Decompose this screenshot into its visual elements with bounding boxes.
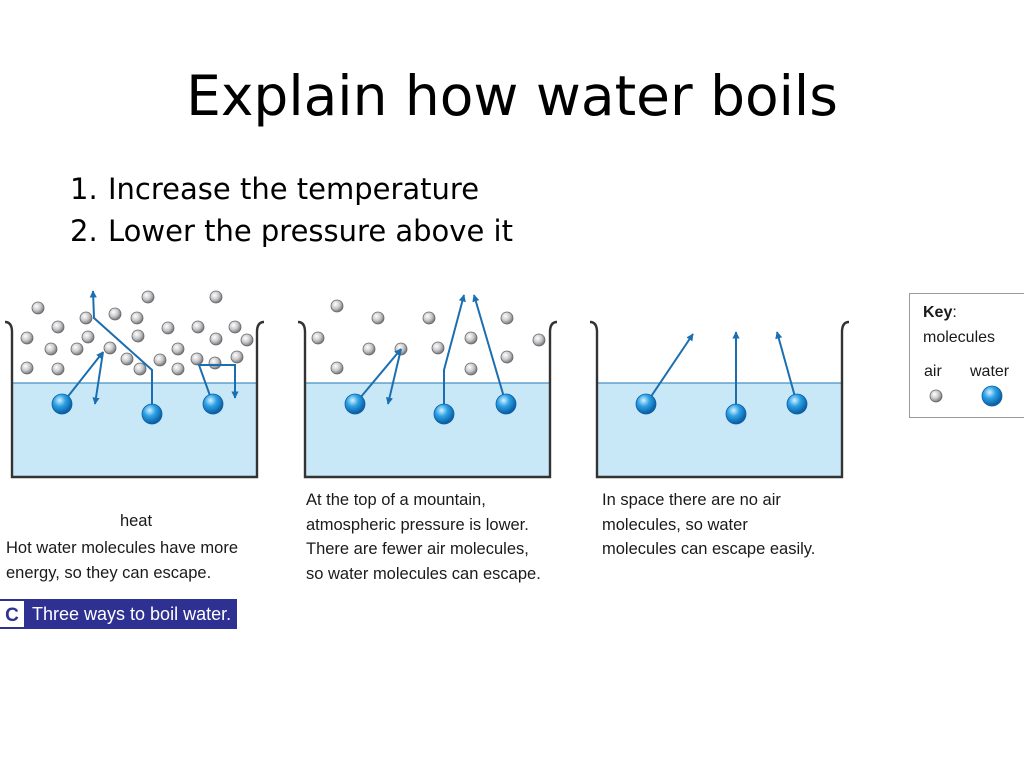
point-number: 1.: [70, 172, 98, 206]
molecule-paths: [645, 331, 798, 414]
point-item: 2. Lower the pressure above it: [70, 210, 513, 252]
figure-caption: Three ways to boil water.: [24, 599, 237, 629]
page-title: Explain how water boils: [186, 64, 838, 128]
beaker-outline: [589, 320, 850, 479]
point-item: 1. Increase the temperature: [70, 168, 513, 210]
caption-line: In space there are no air: [602, 491, 781, 509]
caption-space: In space there are no air molecules, so …: [602, 488, 815, 562]
beaker-space: [589, 320, 850, 479]
caption-line: At the top of a mountain,: [306, 491, 486, 509]
key-box: Key: molecules air water: [909, 293, 1024, 418]
molecule-paths: [354, 294, 507, 414]
water-molecule-icon: [981, 385, 1003, 407]
caption-line: atmospheric pressure is lower.: [306, 515, 529, 534]
caption-line: molecules, so water: [602, 515, 748, 534]
water-surface: [597, 383, 842, 477]
caption-line: There are fewer air molecules,: [306, 540, 529, 558]
water-molecules: [51, 393, 224, 425]
key-title-word: Key: [923, 304, 953, 321]
point-text: Increase the temperature: [108, 172, 480, 206]
water-molecules: [344, 393, 517, 425]
caption-line: so water molecules can escape.: [306, 564, 541, 583]
boiling-diagram: [4, 290, 850, 479]
beaker-hot-water: [4, 290, 265, 479]
air-molecule-icon: [929, 389, 943, 403]
point-number: 2.: [70, 214, 98, 248]
beaker-outline: [4, 320, 265, 479]
molecule-paths: [61, 290, 239, 414]
point-text: Lower the pressure above it: [108, 214, 513, 248]
key-symbols: [929, 385, 1003, 407]
water-molecules: [635, 393, 808, 425]
key-air-label: air: [924, 363, 942, 380]
key-title-colon: :: [952, 304, 957, 321]
air-molecules: [311, 299, 546, 376]
key-water-label: water: [970, 363, 1010, 380]
key-subtitle: molecules: [923, 329, 996, 346]
heat-label: heat: [119, 512, 153, 530]
point-list: 1. Increase the temperature 2. Lower the p…: [70, 168, 513, 252]
beaker-mountain: [297, 294, 558, 479]
caption-line: molecules can escape easily.: [602, 540, 816, 558]
figure-letter: C: [0, 599, 24, 629]
caption-line: energy, so they can escape.: [6, 563, 212, 582]
caption-hot-water: Hot water molecules have more energy, so…: [6, 536, 238, 585]
figure-label: C Three ways to boil water.: [0, 599, 237, 629]
air-molecules: [20, 290, 254, 376]
caption-mountain: At the top of a mountain, atmospheric pr…: [306, 488, 541, 586]
beaker-outline: [297, 320, 558, 479]
caption-line: Hot water molecules have more: [6, 539, 239, 557]
key-title: Key:: [923, 304, 957, 322]
